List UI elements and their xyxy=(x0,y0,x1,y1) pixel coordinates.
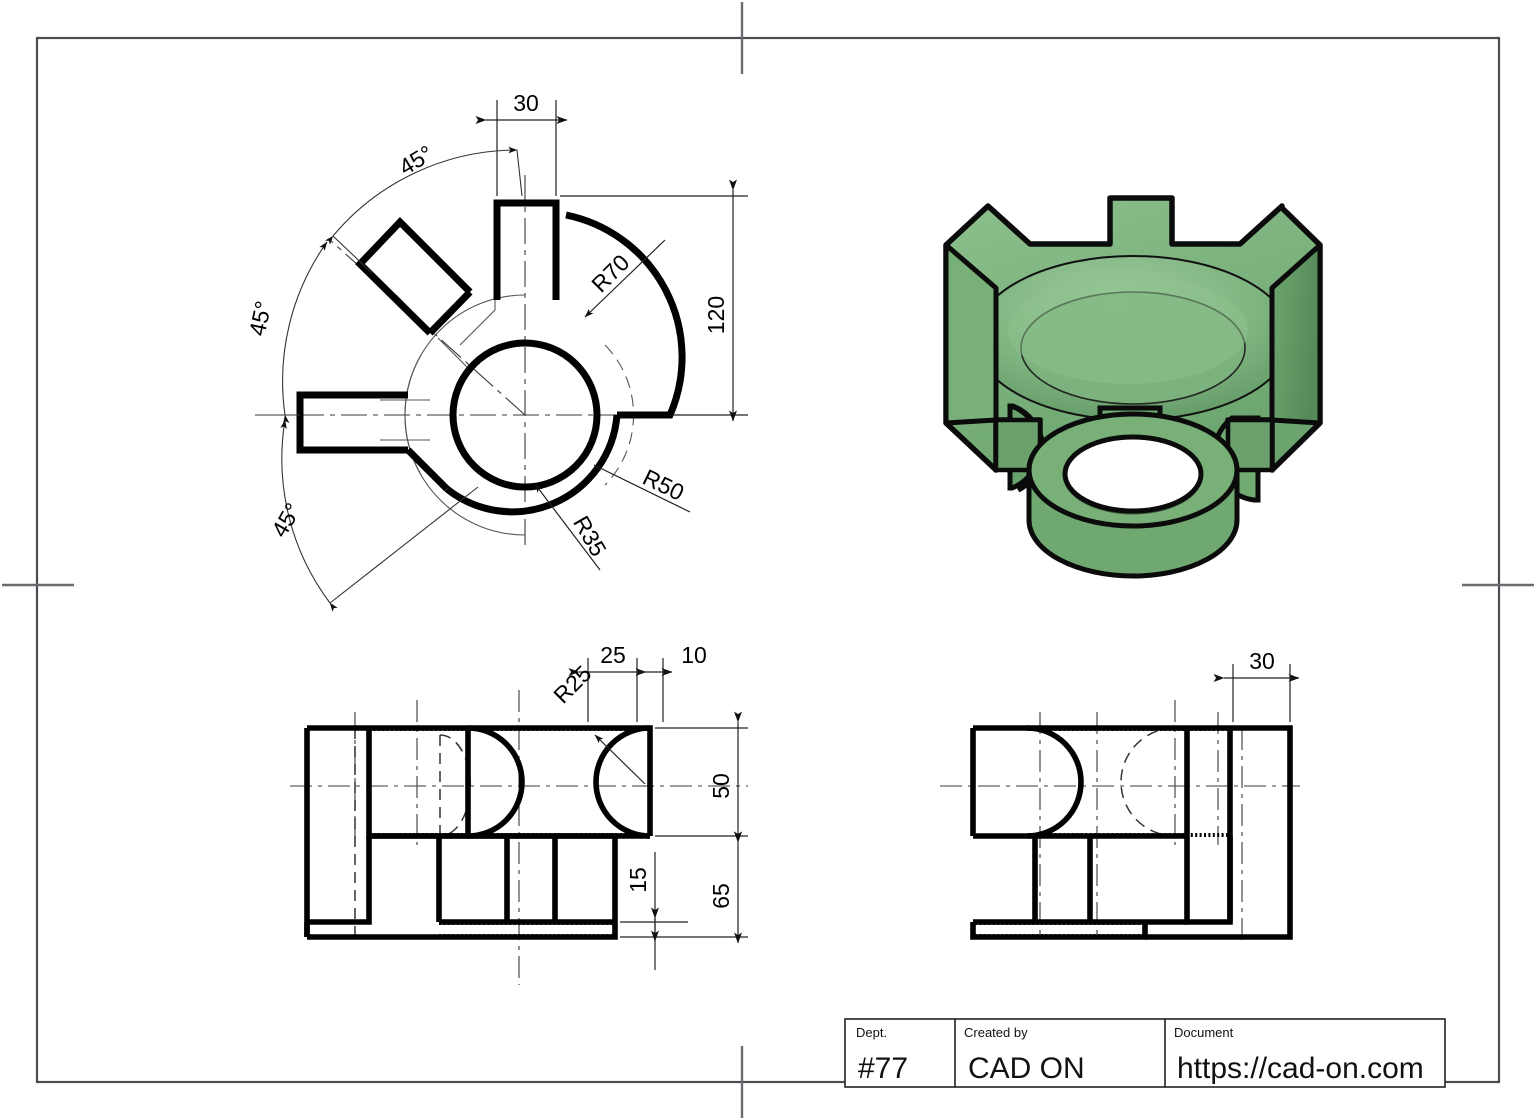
dim-30-side-label: 30 xyxy=(1249,648,1275,674)
dim-65: 65 xyxy=(620,831,748,944)
sheet-frame xyxy=(35,36,1501,1084)
front-view-hidden-lines xyxy=(354,728,471,937)
dim-65-label: 65 xyxy=(708,883,734,909)
dim-30-side: 30 xyxy=(1213,648,1300,722)
iso-bowl-highlight xyxy=(1008,276,1248,384)
title-cell-document: Document https://cad-on.com xyxy=(1174,1025,1424,1085)
iso-boss-bore xyxy=(1062,434,1204,514)
top-view-r50-band xyxy=(405,289,621,516)
iso-right-face xyxy=(1269,242,1323,426)
iso-right-slot xyxy=(1225,417,1275,473)
dim-30-top: 30 xyxy=(475,90,568,196)
dim-50-label: 50 xyxy=(708,773,734,799)
dim-45-middle: 45° xyxy=(244,241,328,424)
side-view-hidden-lines xyxy=(1120,727,1176,837)
side-view-centerlines xyxy=(940,700,1300,945)
front-view-outline xyxy=(304,725,653,940)
side-view-outline xyxy=(970,725,1293,940)
title-cell-created-by-value: CAD ON xyxy=(968,1052,1085,1085)
top-view-thin-arcs xyxy=(404,294,526,536)
front-view-cut-edges xyxy=(369,727,650,938)
dim-45-middle-label: 45° xyxy=(244,299,277,338)
angular-extension-lines xyxy=(276,149,523,416)
iso-boss xyxy=(1026,411,1240,579)
dim-45-upper: 45° xyxy=(324,140,518,245)
title-cell-dept: Dept. #77 xyxy=(856,1025,908,1085)
dim-25-label: 25 xyxy=(600,642,626,668)
title-cell-created-by: Created by CAD ON xyxy=(964,1025,1085,1085)
top-view-arm-north xyxy=(493,199,560,300)
title-block: Dept. #77 Created by CAD ON Document htt… xyxy=(844,1018,1446,1088)
title-cell-created-by-header: Created by xyxy=(964,1025,1028,1040)
dim-45-lower-label: 45° xyxy=(266,498,306,541)
dim-10-label: 10 xyxy=(681,642,707,668)
dim-120-label: 120 xyxy=(703,296,729,334)
side-view-cut-edges xyxy=(975,727,1230,938)
top-view-outer-arc-r70 xyxy=(565,211,686,419)
top-view-arm-west xyxy=(296,391,408,454)
iso-model xyxy=(943,195,1323,579)
top-view-bore-r35 xyxy=(449,339,601,491)
dim-45-upper-label: 45° xyxy=(394,140,437,180)
side-view: 30 xyxy=(940,648,1300,945)
dim-30-top-label: 30 xyxy=(513,90,539,116)
dim-50: 50 xyxy=(655,711,748,843)
top-view: 30 120 R70 R50 R35 45 xyxy=(244,90,748,612)
iso-left-face xyxy=(943,242,999,426)
dim-120: 120 xyxy=(560,179,748,422)
title-block-frame xyxy=(844,1018,1446,1088)
dim-15: 15 xyxy=(620,852,688,970)
dim-r25-label: R25 xyxy=(548,660,596,708)
dim-25: 25 xyxy=(568,642,647,722)
dim-r70-label: R70 xyxy=(586,249,634,297)
title-cell-dept-value: #77 xyxy=(858,1052,908,1085)
front-view: 25 10 R25 50 xyxy=(290,642,748,985)
title-cell-document-value: https://cad-on.com xyxy=(1177,1052,1424,1085)
title-cell-document-header: Document xyxy=(1174,1025,1234,1040)
dim-15-label: 15 xyxy=(625,867,651,893)
title-cell-dept-header: Dept. xyxy=(856,1025,887,1040)
top-view-arm-northwest xyxy=(355,216,473,336)
dim-r35: R35 xyxy=(534,483,612,571)
dim-r50: R50 xyxy=(593,464,691,513)
dim-10: 10 xyxy=(637,642,707,722)
dim-r70: R70 xyxy=(584,239,666,318)
